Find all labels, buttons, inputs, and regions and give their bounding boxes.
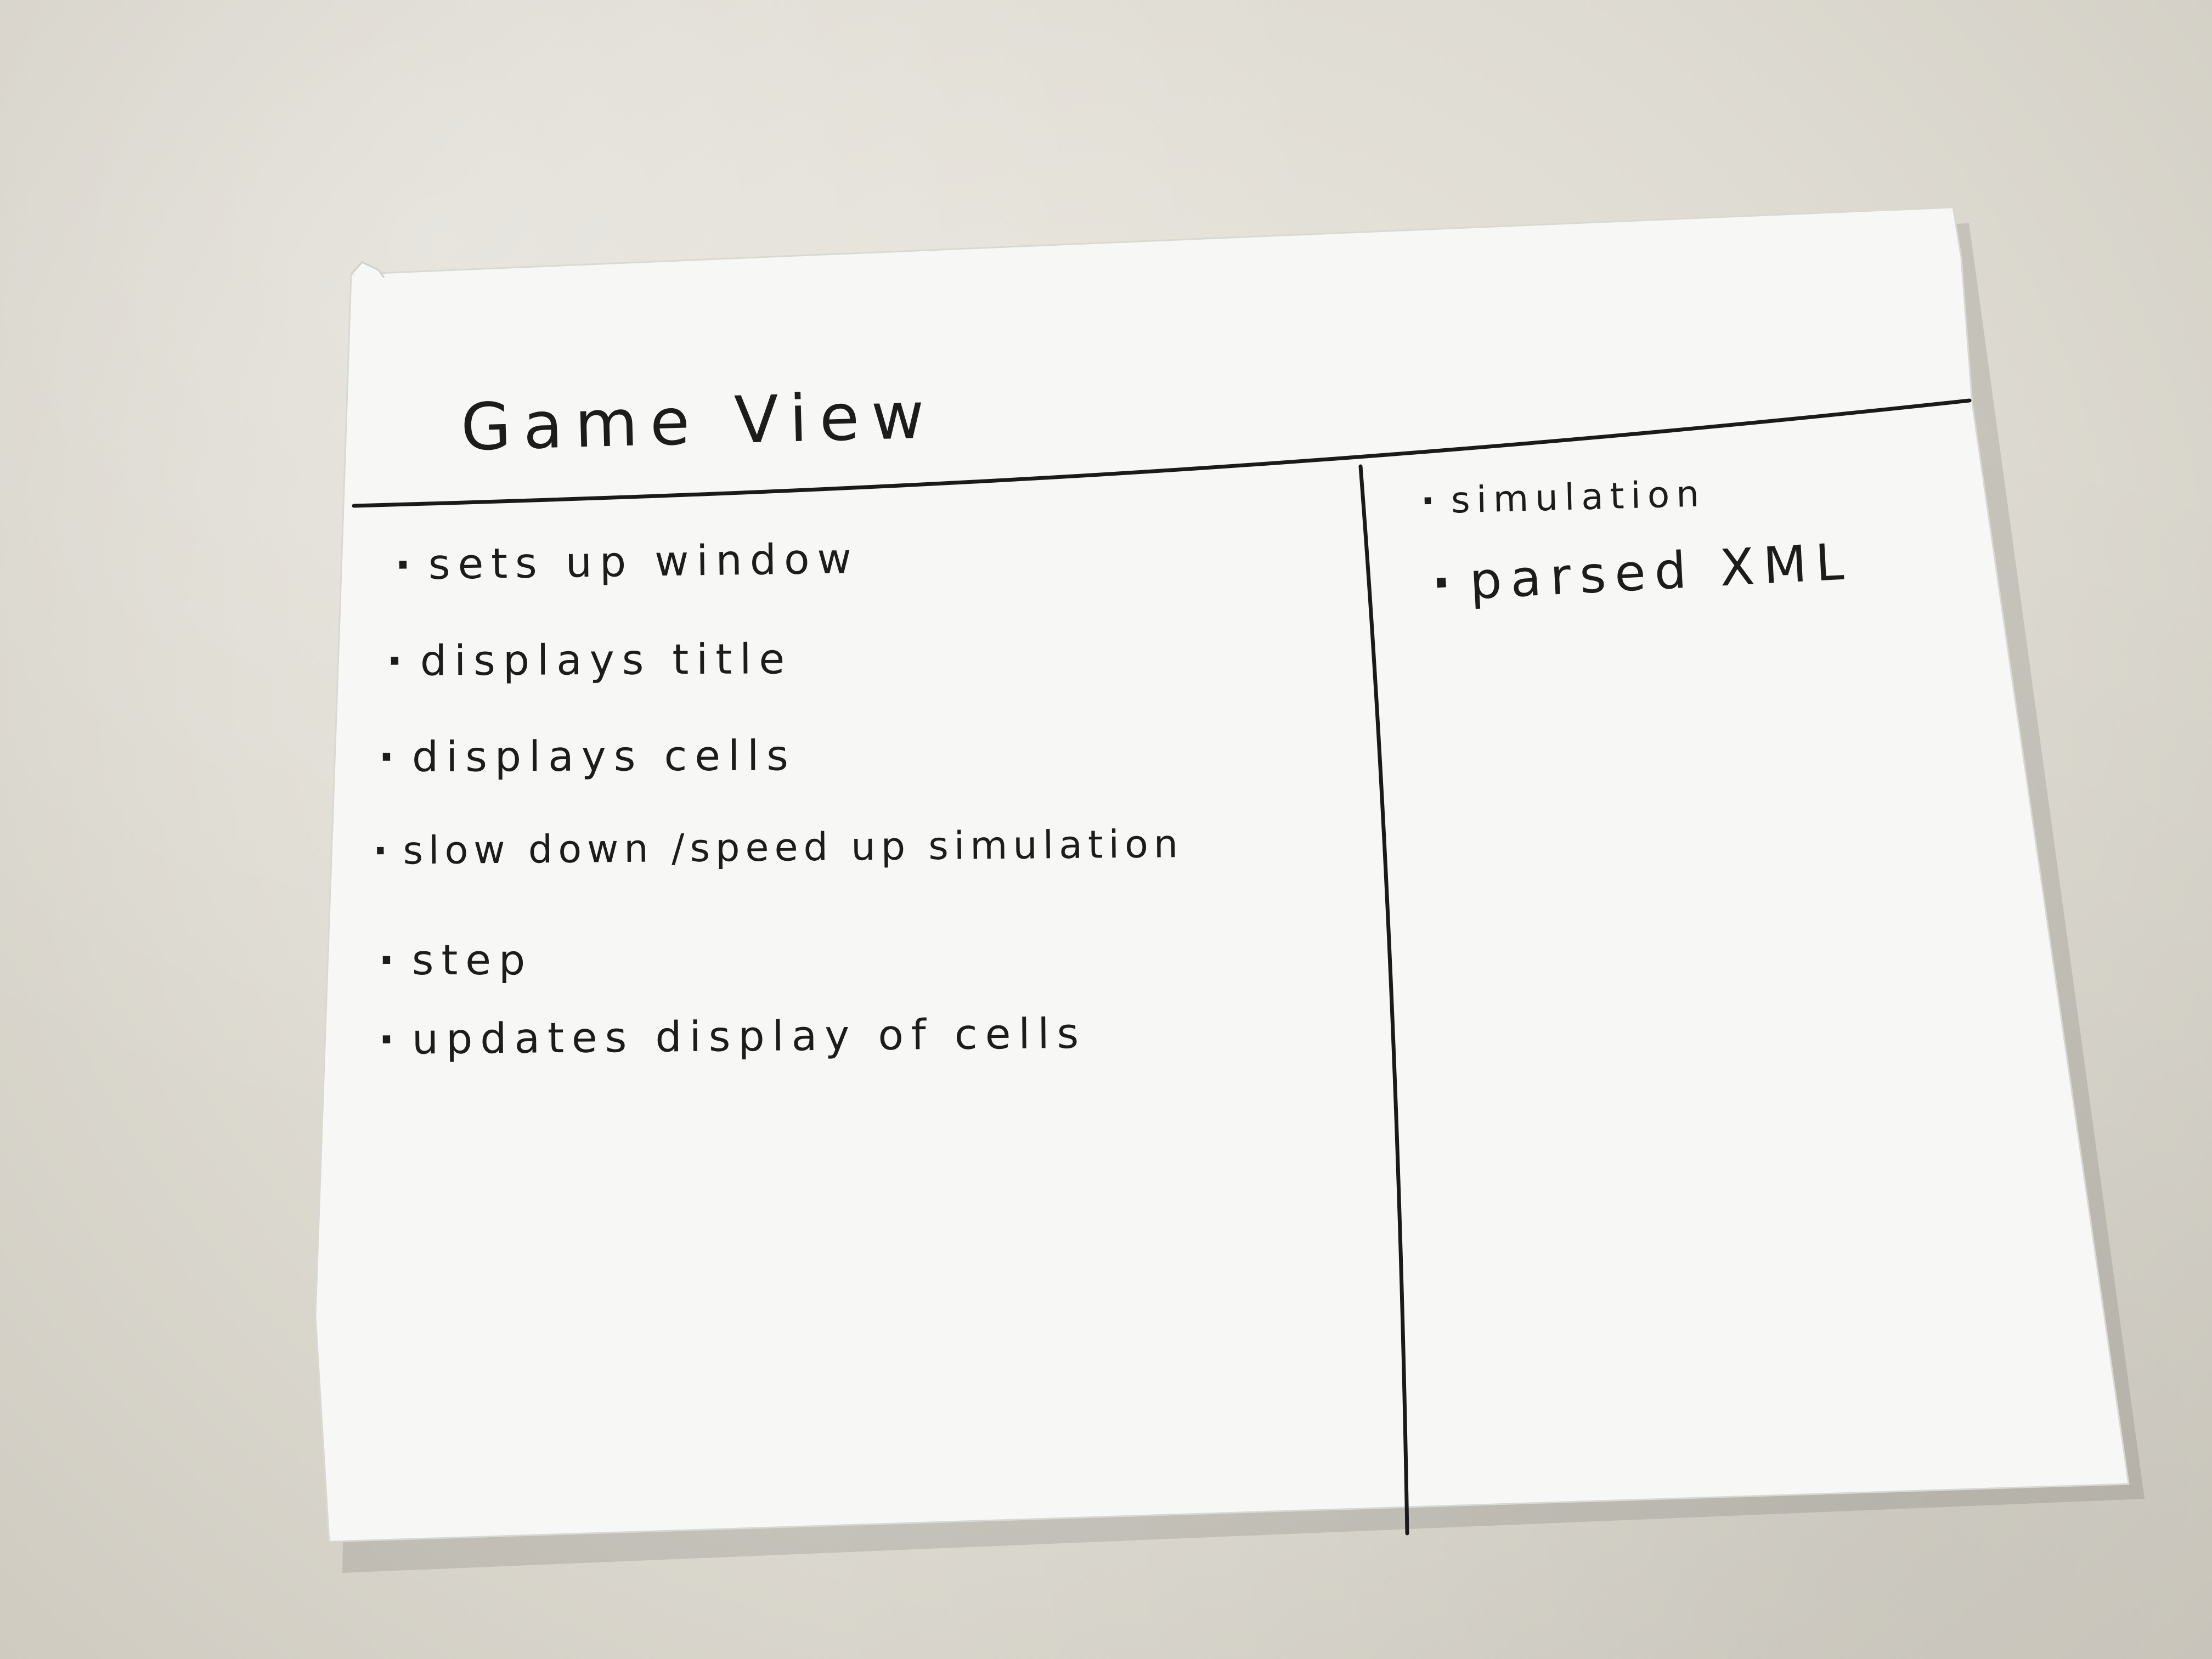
list-item: ·displays title [387,634,793,685]
column-divider-line [1358,464,1409,1536]
list-item: ·updates display of cells [379,1009,1087,1064]
list-item: ·sets up window [394,534,859,589]
bullet-icon: · [379,935,402,984]
right-list-item: ·simulation [1420,472,1706,522]
bullet-icon: · [373,828,393,873]
list-item-label: displays title [420,634,793,685]
list-item-label: slow down /speed up simulation [403,821,1184,873]
list-item-label: updates display of cells [411,1008,1087,1064]
torn-corner [350,261,385,278]
bullet-icon: · [386,636,411,685]
card-title: Game View [460,377,938,465]
bullet-icon: · [1420,479,1442,522]
header-divider-line [352,398,1972,508]
list-item-label: sets up window [428,534,860,589]
list-item: ·displays cells [379,731,796,781]
list-item: ·slow down /speed up simulation [373,821,1184,873]
paper-sheet [314,206,2130,1543]
list-item: ·step [379,935,533,984]
bullet-icon: · [394,540,419,589]
list-item-label: displays cells [411,731,797,781]
bullet-icon: · [1430,552,1462,613]
bullet-icon: · [378,732,403,781]
right-list-item-label: simulation [1451,472,1706,522]
bullet-icon: · [378,1014,403,1064]
list-item-label: step [411,935,533,984]
